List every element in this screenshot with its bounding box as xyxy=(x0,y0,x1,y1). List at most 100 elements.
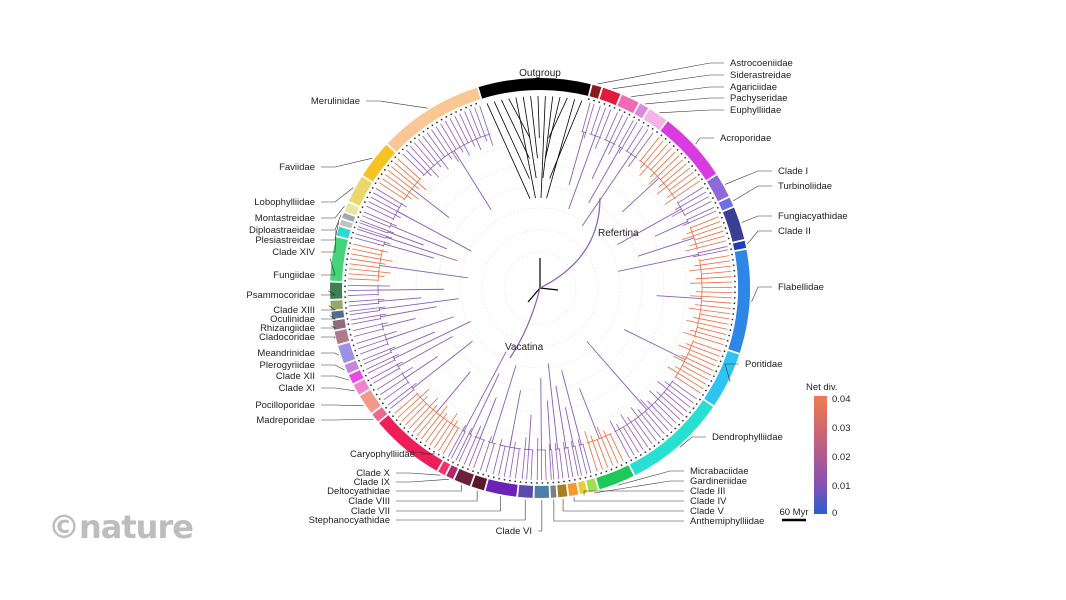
tree-tip-branch xyxy=(536,437,539,480)
tip-dot xyxy=(367,379,370,382)
tip-dot xyxy=(610,468,613,471)
leader-line xyxy=(562,498,684,512)
tip-dot xyxy=(394,156,397,159)
tip-dot xyxy=(466,468,469,471)
tip-dot xyxy=(734,291,736,294)
leader-line xyxy=(396,490,478,502)
tip-dot xyxy=(372,388,375,391)
tree-tip-branch xyxy=(442,427,459,454)
tree-tip-branch xyxy=(530,449,533,480)
family-arc xyxy=(372,407,388,422)
tree-clade-arc xyxy=(462,429,466,433)
tree-clade-arc xyxy=(498,444,521,450)
family-arc xyxy=(379,415,443,471)
tip-dot xyxy=(674,427,677,430)
tree-tip-branch xyxy=(608,116,629,155)
tip-dot xyxy=(717,365,720,368)
tree-tip-branch xyxy=(605,112,618,140)
scale-bar: 60 Myr xyxy=(779,507,809,522)
tree-tip-branch xyxy=(644,411,665,435)
family-arc xyxy=(706,175,729,202)
family-label: Clade II xyxy=(778,226,811,237)
tip-dot xyxy=(403,427,406,429)
tree-tip-branch xyxy=(595,109,612,149)
tree-tip-branch xyxy=(673,355,712,376)
leader-line xyxy=(583,490,684,496)
tree-clade-arc xyxy=(603,138,616,145)
tip-dot xyxy=(352,231,354,234)
tree-clade-arc xyxy=(384,333,389,346)
tree-tip-branch xyxy=(349,263,380,268)
label-leaders xyxy=(321,62,772,532)
tip-dot xyxy=(361,206,364,209)
leader-line xyxy=(573,497,684,502)
vacatina-label: Vacatina xyxy=(505,342,544,353)
tree-tip-branch xyxy=(401,395,428,422)
tree-clade-arc xyxy=(674,340,694,379)
family-label: Poritidae xyxy=(745,359,783,370)
leader-line xyxy=(593,480,684,494)
tip-dot xyxy=(615,466,618,469)
tip-dot xyxy=(730,248,732,251)
tree-branch xyxy=(390,224,448,250)
tip-dot xyxy=(440,118,443,121)
tip-dot xyxy=(345,312,348,315)
tree-tip-branch xyxy=(431,129,453,160)
tip-dot xyxy=(381,402,384,405)
tip-dot xyxy=(733,269,736,272)
tip-dot xyxy=(660,134,663,137)
tree-tip-branch xyxy=(654,401,677,424)
tree-tip-branch xyxy=(699,313,730,320)
tip-dot xyxy=(668,141,671,144)
tree-tip-branch xyxy=(584,431,598,472)
tree-clade-arc xyxy=(487,441,496,445)
tree-tip-branch xyxy=(656,167,691,195)
outgroup-branch xyxy=(542,96,554,179)
tree-tip-branch xyxy=(660,159,684,181)
tip-dot xyxy=(450,113,453,116)
leader-line xyxy=(321,214,342,231)
tree-tip-branch xyxy=(367,359,396,374)
tree-clade-arc xyxy=(639,159,676,200)
tree-tip-branch xyxy=(648,155,680,185)
tree-tip-branch xyxy=(383,381,409,401)
tree-tip-branch xyxy=(350,253,393,262)
tree-tip-branch xyxy=(658,163,687,188)
tip-dot xyxy=(508,479,511,482)
family-label: Clade VII xyxy=(351,506,390,517)
tip-dot xyxy=(445,116,448,118)
tree-clade-arc xyxy=(387,230,389,234)
tip-dot xyxy=(725,345,728,347)
tip-dot xyxy=(503,478,506,481)
tree-tip-branch xyxy=(609,420,630,459)
tip-dot xyxy=(428,447,431,450)
tip-dot xyxy=(685,415,688,418)
leader-line xyxy=(695,137,714,145)
tip-dot xyxy=(437,453,440,456)
tip-dot xyxy=(598,101,601,104)
tip-dot xyxy=(364,374,367,377)
family-label: Stephanocyathidae xyxy=(309,515,390,526)
tip-dot xyxy=(418,134,421,136)
family-label: Clade VI xyxy=(496,526,532,537)
legend-tick-3: 0.01 xyxy=(832,481,851,492)
tree-tip-branch xyxy=(349,310,380,316)
family-arc xyxy=(454,468,474,486)
family-arc xyxy=(348,176,373,206)
tip-dot xyxy=(465,106,467,109)
tip-dot xyxy=(461,466,464,468)
tip-dot xyxy=(684,156,687,159)
tree-branch xyxy=(540,377,542,450)
leader-line xyxy=(321,305,336,311)
tip-dot xyxy=(433,450,435,453)
tree-tip-branch xyxy=(640,137,660,162)
tree-branch xyxy=(378,297,422,302)
tree-branch xyxy=(568,131,585,186)
tip-dot xyxy=(563,480,566,483)
tip-dot xyxy=(721,355,724,358)
tip-dot xyxy=(344,296,347,299)
tip-dot xyxy=(492,476,495,479)
leader-line xyxy=(321,221,339,241)
legend-tick-2: 0.02 xyxy=(832,452,851,463)
tree-tip-branch xyxy=(526,443,530,480)
